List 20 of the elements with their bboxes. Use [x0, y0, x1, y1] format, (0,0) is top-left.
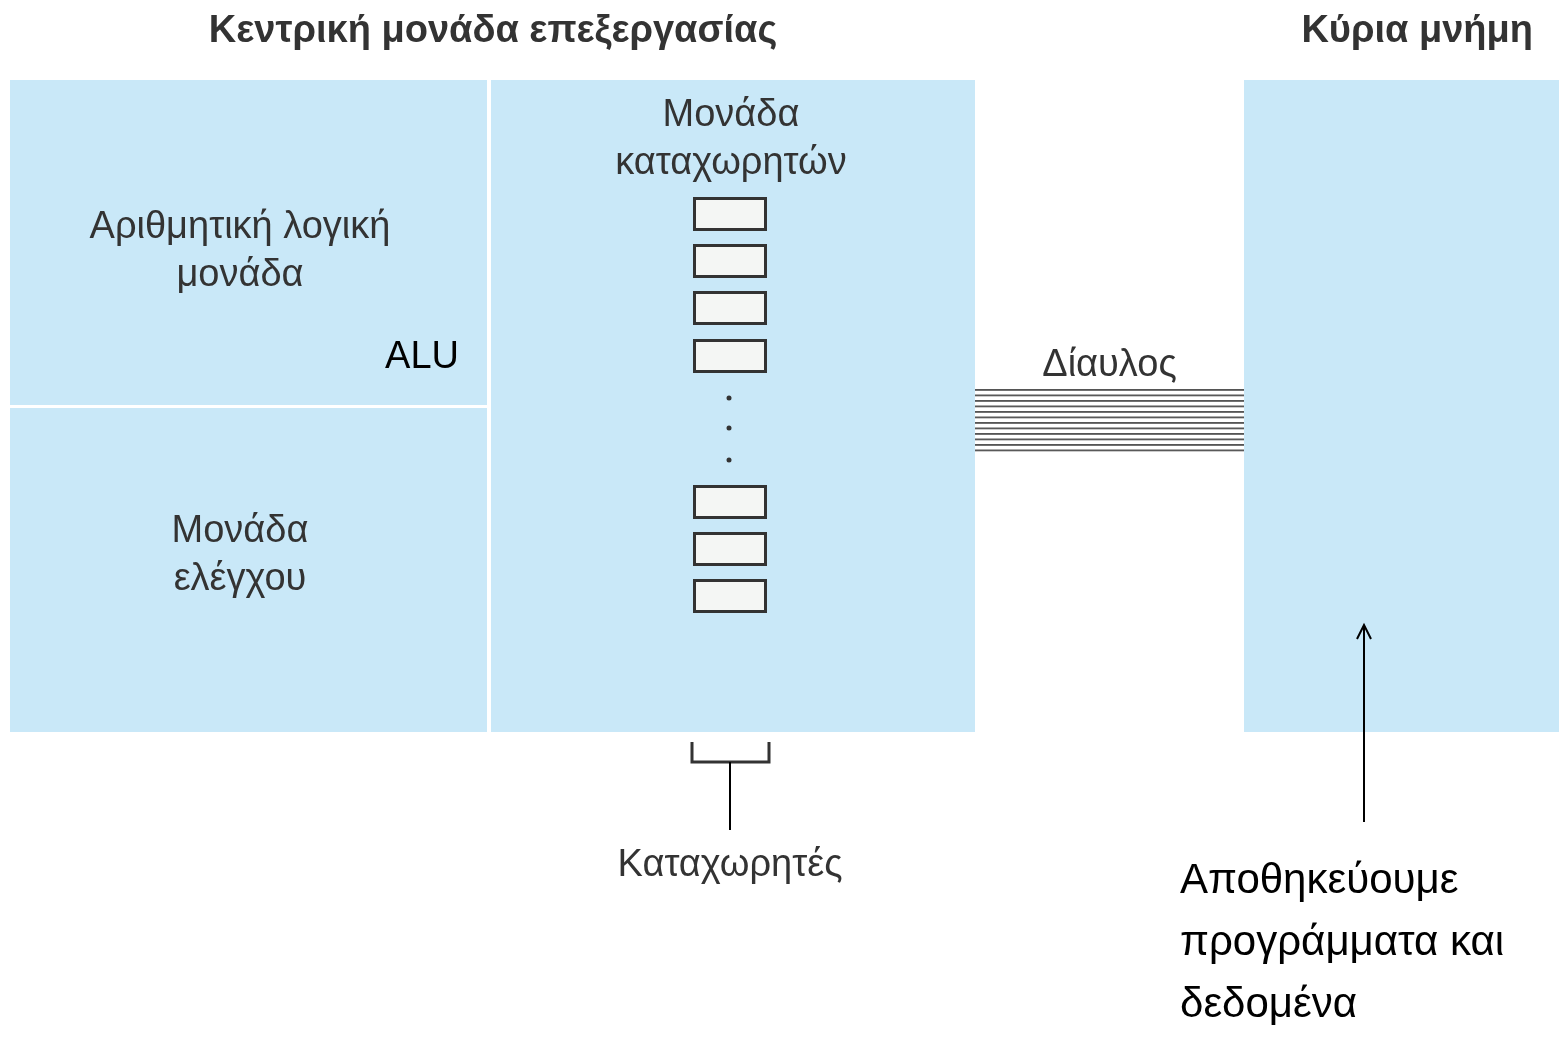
register-box: [693, 532, 767, 566]
register-box: [693, 485, 767, 519]
note-text: Αποθηκεύουμε προγράμματα και δεδομένα: [1180, 854, 1506, 1028]
register-box: [693, 339, 767, 373]
register-unit-box: [491, 80, 975, 732]
alu-box: [10, 80, 487, 405]
control-unit-box: [10, 408, 487, 732]
bus-lines: [975, 389, 1244, 455]
register-box: [693, 579, 767, 613]
registers-label: Καταχωρητές: [616, 841, 844, 886]
control-unit-label: Μονάδα ελέγχου: [170, 507, 310, 600]
register-box: [693, 244, 767, 278]
register-unit-label: Μονάδα καταχωρητών: [614, 91, 848, 184]
cpu-heading: Κεντρική μονάδα επεξεργασίας: [207, 7, 779, 52]
memory-heading: Κύρια μνήμη: [1301, 7, 1533, 52]
alu-abbreviation: ALU: [385, 333, 459, 378]
alu-label: Αριθμητική λογική μονάδα: [88, 203, 392, 296]
register-box: [693, 291, 767, 325]
arrow: [1356, 624, 1372, 823]
register-box: [693, 197, 767, 231]
